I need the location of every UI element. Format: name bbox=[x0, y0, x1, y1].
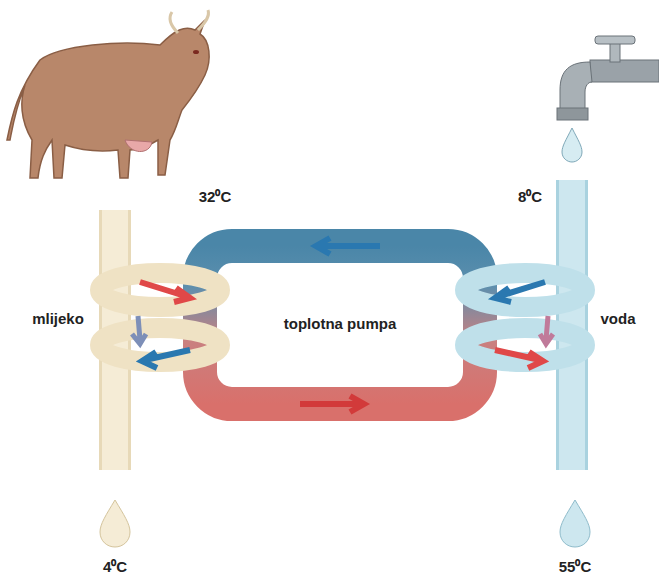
temperature-label: 8⁰C bbox=[518, 186, 542, 206]
heat-pump-loop bbox=[200, 246, 480, 404]
flow-arrow bbox=[300, 396, 364, 412]
milk-pipe bbox=[100, 210, 220, 547]
temperature-label: 32⁰C bbox=[199, 186, 232, 206]
temperature-label: 55⁰C bbox=[559, 556, 592, 576]
water-tap bbox=[557, 36, 659, 162]
temperature-label: 4⁰C bbox=[103, 556, 127, 576]
fluid-label: mlijeko bbox=[32, 310, 84, 327]
cow bbox=[7, 10, 209, 178]
fluid-label: voda bbox=[600, 310, 635, 327]
water-pipe bbox=[465, 180, 590, 547]
flow-arrow bbox=[316, 238, 380, 254]
component-label: toplotna pumpa bbox=[284, 315, 397, 332]
